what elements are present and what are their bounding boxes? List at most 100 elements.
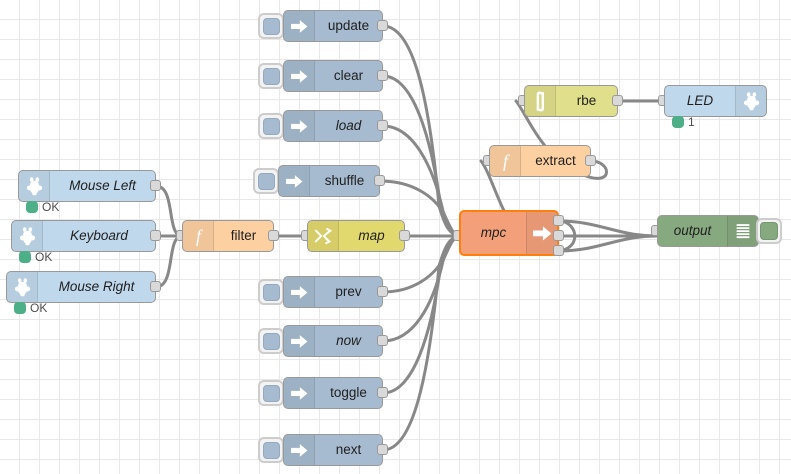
port-output-shuffle[interactable] [374,175,385,186]
status-mouse-left: OK [26,201,59,213]
node-label: toggle [330,385,367,401]
wire-toggle-mpc [381,234,461,395]
svg-text:f: f [503,152,510,171]
status-dot [14,302,26,314]
port-output-rbe[interactable] [612,95,623,106]
port-output-mouse-right[interactable] [150,281,161,292]
rbe-integral-icon [525,86,556,116]
status-led: 1 [672,116,695,128]
port-output-prev[interactable] [377,286,388,297]
node-mouse-left[interactable]: Mouse Left [18,170,156,202]
port-output-mouse-left[interactable] [150,180,161,191]
node-shuffle[interactable]: shuffle [278,165,380,197]
status-dot [672,116,684,128]
svg-text:f: f [196,227,203,246]
inject-button-inner [262,283,280,301]
node-keyboard[interactable]: Keyboard [11,220,156,252]
node-label: shuffle [324,173,365,189]
node-update[interactable]: update [283,10,383,42]
output-arrow-icon [526,212,557,254]
status-text: 1 [688,115,695,129]
inject-button-now[interactable] [258,328,284,354]
node-label: prev [335,284,362,300]
node-label: filter [230,228,257,244]
inject-button-load[interactable] [258,113,284,139]
node-prev[interactable]: prev [283,276,383,308]
node-led[interactable]: LED [664,85,767,117]
port-output-next[interactable] [377,444,388,455]
inject-button-update[interactable] [258,13,284,39]
port-output-update[interactable] [377,20,388,31]
node-output[interactable]: output [657,215,759,247]
inject-button-shuffle[interactable] [253,168,279,194]
inject-button-inner [257,172,275,190]
inject-arrow-icon [284,378,315,408]
node-label: Mouse Right [58,279,135,295]
node-next[interactable]: next [283,434,383,466]
wire-clear-mpc [381,74,461,238]
node-toggle[interactable]: toggle [283,377,383,409]
node-label: update [327,18,370,34]
port-output-mpc-3[interactable] [553,245,564,256]
node-label: Keyboard [70,228,128,244]
status-keyboard: OK [19,251,52,263]
node-label: output [673,223,712,239]
node-label: load [335,118,362,134]
wire-update-mpc [381,24,461,238]
node-label: mpc [480,225,507,241]
port-output-map[interactable] [399,230,410,241]
inject-arrow-icon [279,166,310,196]
status-dot [19,251,31,263]
node-label: next [335,442,362,458]
port-output-extract[interactable] [585,155,596,166]
function-f-icon: f [490,146,521,176]
port-output-keyboard[interactable] [150,230,161,241]
node-now[interactable]: now [283,325,383,357]
port-output-load[interactable] [377,120,388,131]
inject-button-inner [262,332,280,350]
raspberrypi-icon [12,221,43,251]
node-mpc[interactable]: mpc [459,210,559,256]
port-output-mpc-2[interactable] [553,230,564,241]
node-rbe[interactable]: rbe [524,85,618,117]
inject-button-toggle[interactable] [258,380,284,406]
node-clear[interactable]: clear [283,60,383,92]
inject-arrow-icon [284,277,315,307]
status-text: OK [35,250,53,264]
inject-button-clear[interactable] [258,63,284,89]
raspberrypi-icon [735,86,766,116]
node-filter[interactable]: f filter [182,220,274,252]
inject-button-prev[interactable] [258,279,284,305]
node-label: rbe [576,93,597,109]
node-mouse-right[interactable]: Mouse Right [6,271,156,303]
inject-button-next[interactable] [258,437,284,463]
debug-button-inner [760,222,778,240]
port-output-now[interactable] [377,335,388,346]
inject-button-inner [262,17,280,35]
inject-button-inner [262,384,280,402]
inject-button-inner [262,67,280,85]
port-output-mpc-1[interactable] [553,215,564,226]
node-label: extract [535,153,576,169]
wire-next-mpc [381,234,461,452]
port-output-filter[interactable] [268,230,279,241]
status-mouse-right: OK [14,302,47,314]
debug-button-output[interactable] [756,218,782,244]
inject-button-inner [262,441,280,459]
node-map[interactable]: map [307,220,405,252]
port-output-toggle[interactable] [377,387,388,398]
node-extract[interactable]: f extract [489,145,591,177]
node-label: now [336,333,361,349]
wire-mpc-output-3 [557,234,659,253]
function-f-icon: f [183,221,214,251]
debug-lines-icon [727,216,758,246]
port-output-clear[interactable] [377,70,388,81]
wire-mouse-left-filter [154,184,184,238]
node-load[interactable]: load [283,110,383,142]
switch-icon [308,221,339,251]
inject-button-inner [262,117,280,135]
node-label: clear [333,68,364,84]
inject-arrow-icon [284,111,315,141]
status-text: OK [30,301,48,315]
